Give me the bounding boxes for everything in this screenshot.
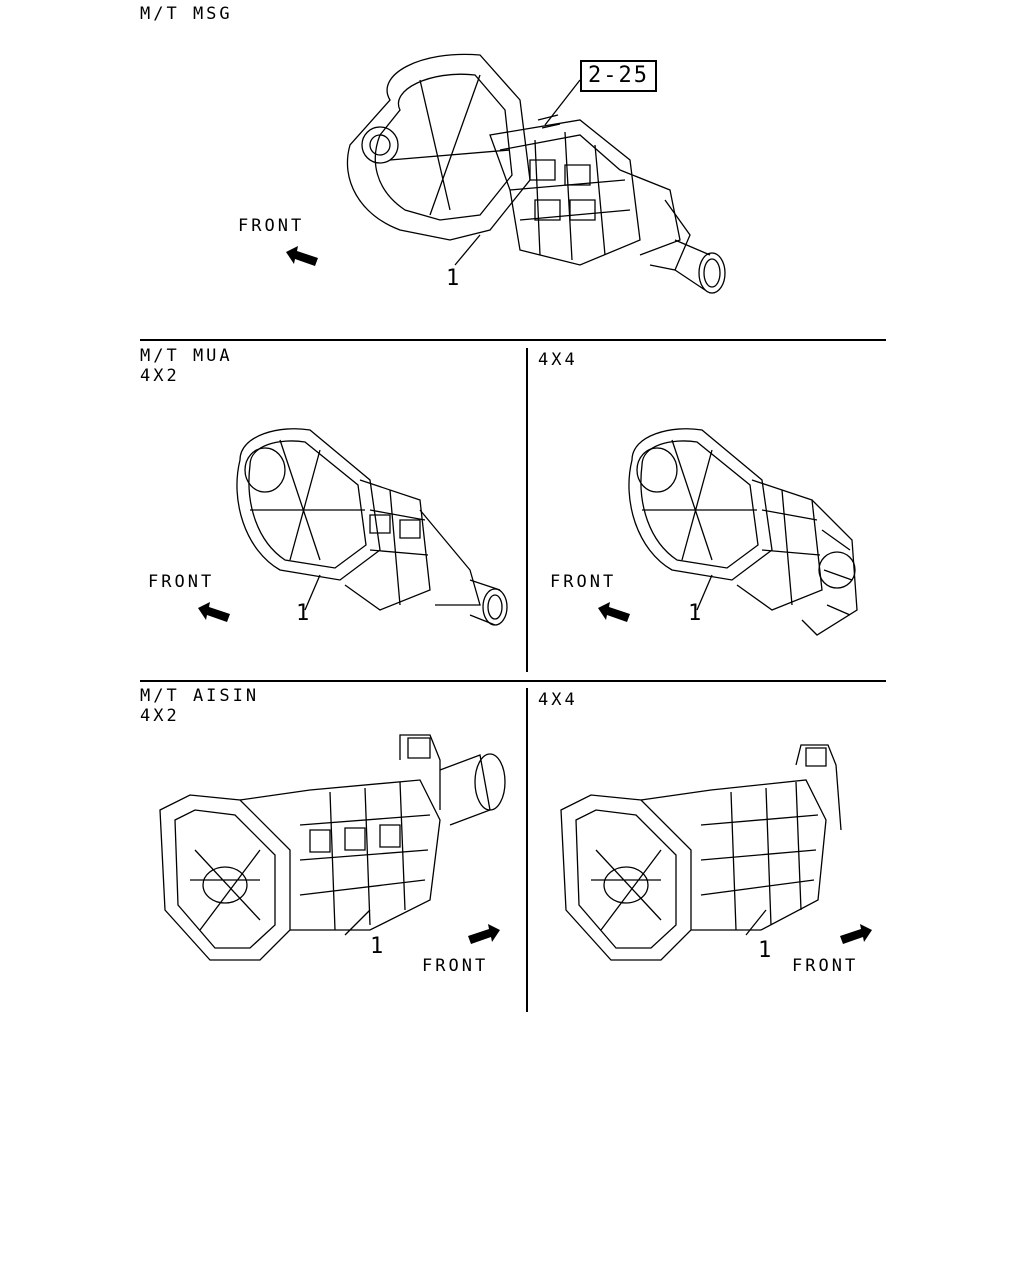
front-label: FRONT xyxy=(550,572,617,592)
front-label: FRONT xyxy=(422,956,489,976)
front-arrow-icon xyxy=(840,924,872,944)
callout-number: 1 xyxy=(758,938,775,963)
section-subtitle-4x2: 4X2 xyxy=(140,706,180,726)
front-arrow-icon xyxy=(468,924,500,944)
transmission-drawing xyxy=(556,740,856,980)
transmission-drawing xyxy=(150,730,520,980)
transmission-drawing xyxy=(280,40,750,300)
leader-line xyxy=(545,80,580,125)
section-divider xyxy=(140,680,886,682)
section-title-4x4: 4X4 xyxy=(538,690,578,710)
front-label: FRONT xyxy=(792,956,859,976)
transmission-drawing xyxy=(220,420,520,620)
section-title-msg: M/T MSG xyxy=(140,4,233,24)
callout-leader xyxy=(455,235,480,265)
transmission-drawing xyxy=(612,420,872,640)
front-label: FRONT xyxy=(238,216,305,236)
column-divider xyxy=(526,688,528,1012)
reference-box[interactable]: 2-25 xyxy=(580,60,657,93)
section-divider xyxy=(140,339,886,341)
section-title-4x4: 4X4 xyxy=(538,350,578,370)
callout-number: 1 xyxy=(370,934,387,959)
front-arrow-icon xyxy=(598,602,630,622)
front-arrow-icon xyxy=(286,246,318,266)
front-label: FRONT xyxy=(148,572,215,592)
column-divider xyxy=(526,348,528,672)
callout-number: 1 xyxy=(446,266,463,291)
section-title-mua: M/T MUA xyxy=(140,346,233,366)
front-arrow-icon xyxy=(198,602,230,622)
section-title-aisin: M/T AISIN xyxy=(140,686,260,706)
section-subtitle-4x2: 4X2 xyxy=(140,366,180,386)
